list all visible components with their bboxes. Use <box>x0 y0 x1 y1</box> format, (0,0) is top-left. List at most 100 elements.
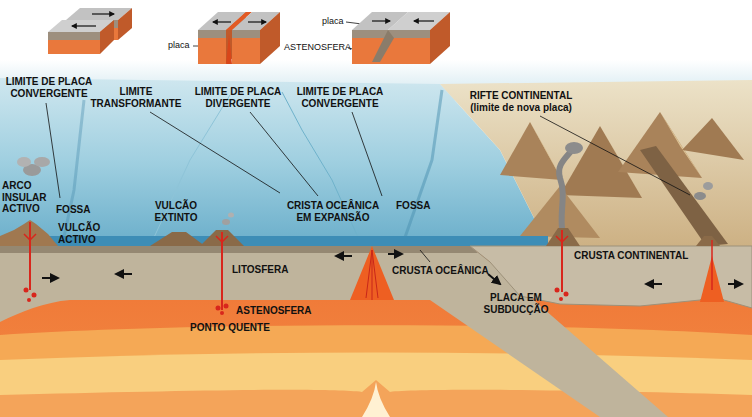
feature-label: PLACA EM SUBDUCÇÃO <box>474 292 558 315</box>
magma-plumes-part <box>555 288 560 293</box>
cross-section-part <box>350 246 394 300</box>
magma-plumes-part <box>216 306 221 311</box>
feature-label: CRUSTA CONTINENTAL <box>574 250 688 262</box>
feature-label: VULCÃO EXTINTO <box>146 200 206 223</box>
block-convergent-part <box>388 38 430 64</box>
block-convergent <box>352 12 450 64</box>
volcanoes-part <box>150 232 205 246</box>
block-convergent-part <box>388 30 430 38</box>
motion-arrows-part <box>336 255 352 257</box>
leader-lines-part <box>250 112 318 196</box>
feature-label: RIFTE CONTINENTAL (limite de nova placa) <box>458 90 584 113</box>
magma-plumes-part <box>711 240 713 290</box>
leader-lines-part <box>420 250 430 262</box>
feature-label: LIMITE DE PLACA CONVERGENTE <box>2 76 96 99</box>
motion-arrows-part <box>116 273 132 275</box>
feature-label: CRUSTA OCEÂNICA <box>392 265 489 277</box>
continent-surface <box>440 80 752 246</box>
block-convergent-part <box>430 12 450 64</box>
motion-arrows-part <box>488 274 500 284</box>
volcanoes <box>0 220 720 246</box>
cross-section <box>0 236 752 417</box>
magma-plumes-part <box>29 222 31 290</box>
block-divergent-part <box>232 38 260 64</box>
block-transform-part <box>48 32 100 40</box>
block-convergent-part <box>352 30 388 38</box>
block-divergent-part <box>232 30 260 38</box>
volcanic-smoke-part <box>228 213 234 218</box>
block-convergent-part <box>372 20 390 21</box>
feature-label: VULCÃO ACTIVO <box>58 222 110 245</box>
feature-label: LITOSFERA <box>232 264 288 276</box>
volcanic-smoke-part <box>703 182 713 190</box>
block-transform <box>48 8 132 54</box>
feature-label: LIMITE DE PLACA DIVERGENTE <box>190 86 286 109</box>
volcanic-smoke-part <box>559 150 572 228</box>
magma-plumes-part <box>221 232 223 310</box>
volcanic-smoke-part <box>17 157 31 167</box>
cross-section-part <box>0 246 752 417</box>
leader-lines-part <box>46 103 60 198</box>
block-divergent-part <box>198 38 226 64</box>
block-transform-part <box>92 13 114 14</box>
motion-arrows-part <box>646 283 662 285</box>
leader-lines <box>46 22 690 262</box>
magma-plumes-part <box>220 311 224 315</box>
leader-lines-part <box>540 116 690 195</box>
sea-surface-part <box>282 92 362 246</box>
volcanic-smoke-part <box>565 142 583 154</box>
cross-section-part <box>366 250 378 300</box>
feature-label: ASTENOSFERA <box>284 42 351 52</box>
cross-section-part <box>0 246 478 253</box>
feature-label: FOSSA <box>56 204 90 216</box>
leader-lines-part <box>352 112 382 196</box>
magma-plumes-part <box>556 236 568 242</box>
feature-label: LIMITE DE PLACA CONVERGENTE <box>292 86 388 109</box>
block-divergent-part <box>260 12 280 64</box>
feature-label: placa <box>168 40 190 50</box>
volcanoes-part <box>696 236 720 246</box>
feature-label: PONTO QUENTE <box>190 322 270 334</box>
sea-surface-part <box>150 95 230 246</box>
volcanic-smoke-part <box>694 192 706 200</box>
continent-surface-part <box>440 80 752 246</box>
block-divergent-part <box>226 34 232 64</box>
feature-label: placa <box>322 16 344 26</box>
block-transform-part <box>118 8 132 40</box>
cross-section-part <box>362 382 390 417</box>
volcanic-smoke-part <box>222 219 230 225</box>
block-divergent <box>198 12 280 64</box>
block-transform-part <box>48 40 100 54</box>
magma-plumes-part <box>216 236 228 242</box>
feature-label: ASTENOSFERA <box>236 305 312 317</box>
continent-surface-part <box>682 118 744 160</box>
magma-plumes-part <box>564 292 569 297</box>
block-divergent-part <box>248 21 266 22</box>
magma-plumes-part <box>32 293 37 298</box>
magma-plumes-part <box>561 230 563 292</box>
feature-label: CRISTA OCEÂNICA EM EXPANSÃO <box>280 200 386 223</box>
feature-label: ARCO INSULAR ACTIVO <box>2 180 50 215</box>
volcanic-smoke <box>17 142 713 228</box>
motion-arrows-part <box>728 283 742 285</box>
magma-plumes-part <box>224 304 229 309</box>
magma-plumes-part <box>27 298 31 302</box>
block-transform-part <box>100 20 114 54</box>
block-divergent-part <box>198 30 226 38</box>
block-convergent-part <box>414 20 434 21</box>
block-divergent-part <box>213 21 231 22</box>
volcanic-smoke-part <box>34 157 50 167</box>
sea-surface-part <box>402 90 442 246</box>
feature-label: LIMITE TRANSFORMANTE <box>90 86 182 109</box>
block-transform-part <box>72 25 96 26</box>
magma-plumes <box>24 222 713 315</box>
continent-surface-part <box>500 122 562 180</box>
feature-label: FOSSA <box>396 200 430 212</box>
motion-arrows-part <box>388 253 402 255</box>
motion-arrows-part <box>42 277 58 279</box>
magma-plumes-part <box>24 288 29 293</box>
